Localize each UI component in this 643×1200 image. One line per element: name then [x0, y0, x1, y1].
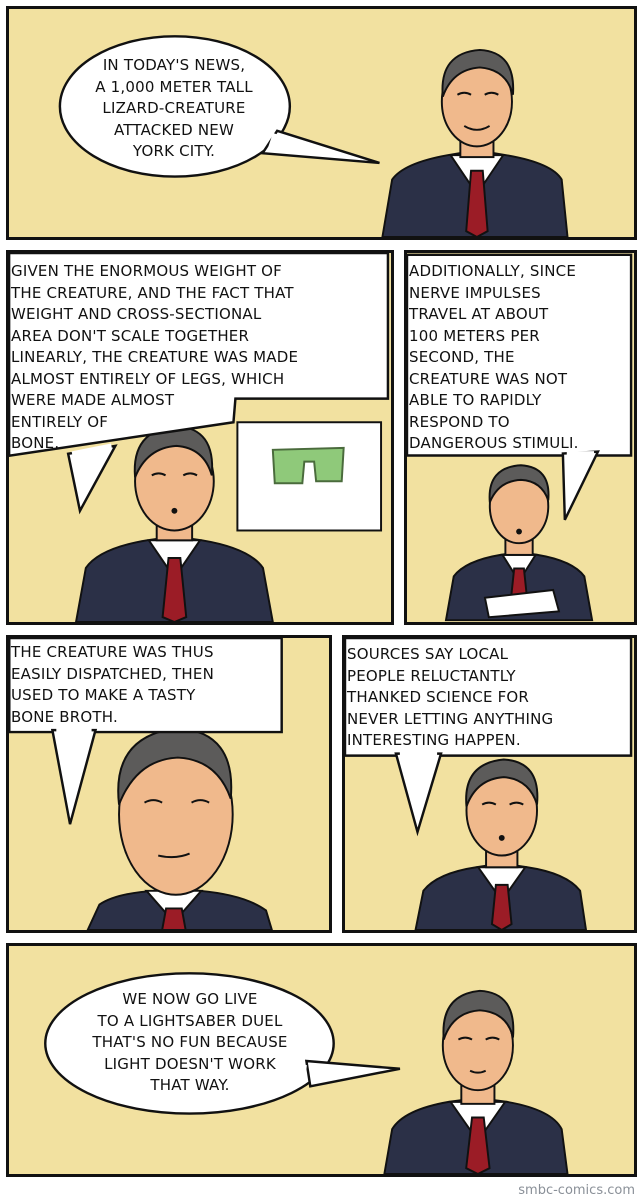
panel-3: ADDITIONALLY, SINCE NERVE IMPULSES TRAVE… — [404, 250, 637, 625]
creature-graphic — [236, 421, 383, 532]
panel-2: GIVEN THE ENORMOUS WEIGHT OF THE CREATUR… — [6, 250, 394, 625]
speech-bubble — [345, 638, 633, 837]
speech-text: GIVEN THE ENORMOUS WEIGHT OF THE CREATUR… — [11, 262, 299, 452]
speech-text: ADDITIONALLY, SINCE NERVE IMPULSES TRAVE… — [409, 262, 579, 452]
panel-2-art — [9, 253, 390, 622]
site-credit: smbc-comics.com — [518, 1183, 635, 1198]
panel-6: WE NOW GO LIVE TO A LIGHTSABER DUEL THAT… — [6, 943, 637, 1177]
panel-4-art — [9, 638, 283, 930]
panel-5: SOURCES SAY LOCAL PEOPLE RELUCTANTLY THA… — [342, 635, 637, 933]
panel-6-art — [44, 972, 569, 1174]
speech-bubble — [9, 253, 390, 515]
panel-3-art — [407, 253, 633, 622]
anchor-figure — [86, 727, 273, 930]
speech-bubble — [9, 638, 283, 825]
anchor-figure — [75, 425, 274, 622]
panel-1-art — [58, 35, 569, 237]
anchor-figure — [444, 464, 594, 622]
speech-text: WE NOW GO LIVE TO A LIGHTSABER DUEL THAT… — [92, 990, 288, 1094]
speech-bubble — [44, 972, 401, 1115]
speech-text: THE CREATURE WAS THUS EASILY DISPATCHED,… — [11, 643, 214, 726]
speech-text: IN TODAY'S NEWS, A 1,000 METER TALL LIZA… — [95, 56, 253, 160]
speech-bubble — [407, 253, 633, 521]
panel-5-art — [345, 638, 633, 930]
speech-text: SOURCES SAY LOCAL PEOPLE RELUCTANTLY THA… — [347, 645, 554, 749]
anchor-figure — [383, 989, 569, 1174]
panel-4: THE CREATURE WAS THUS EASILY DISPATCHED,… — [6, 635, 332, 933]
anchor-figure — [414, 758, 587, 930]
panel-1: IN TODAY'S NEWS, A 1,000 METER TALL LIZA… — [6, 6, 637, 240]
anchor-figure — [381, 48, 569, 237]
speech-bubble — [58, 35, 380, 178]
